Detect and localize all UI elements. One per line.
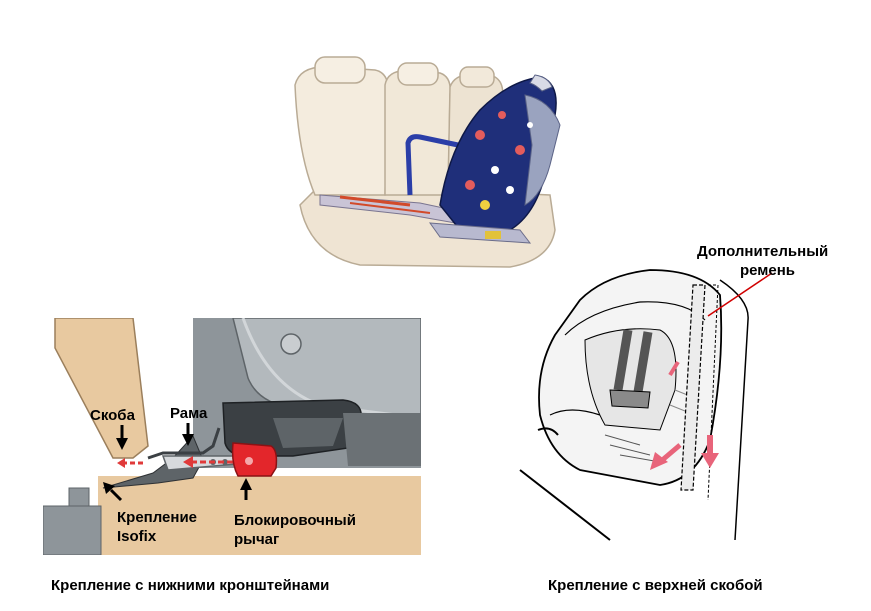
label-strap-line2: ремень — [740, 262, 796, 279]
car-seat-with-child-seat-image — [294, 56, 561, 268]
label-lever-line1: Блокировочный — [234, 512, 356, 529]
isofix-cross-section-image — [43, 318, 421, 555]
label-frame: Рама — [170, 405, 208, 422]
label-lever-line2: рычаг — [234, 531, 280, 548]
top-seat-illustration — [280, 55, 580, 275]
label-bracket: Скоба — [90, 407, 135, 424]
top-tether-diagram — [510, 240, 780, 545]
label-isofix-line1: Крепление — [117, 509, 198, 526]
isofix-lower-diagram: Скоба Рама Крепление Isofix Блокировочны… — [43, 318, 421, 555]
caption-lower-anchors: Крепление с нижними кронштейнами — [51, 577, 330, 594]
label-isofix-line2: Isofix — [117, 528, 157, 545]
caption-top-tether: Крепление с верхней скобой — [548, 577, 763, 594]
label-strap-line1: Дополнительный — [697, 243, 829, 260]
child-seat-top-tether-image — [519, 269, 773, 541]
